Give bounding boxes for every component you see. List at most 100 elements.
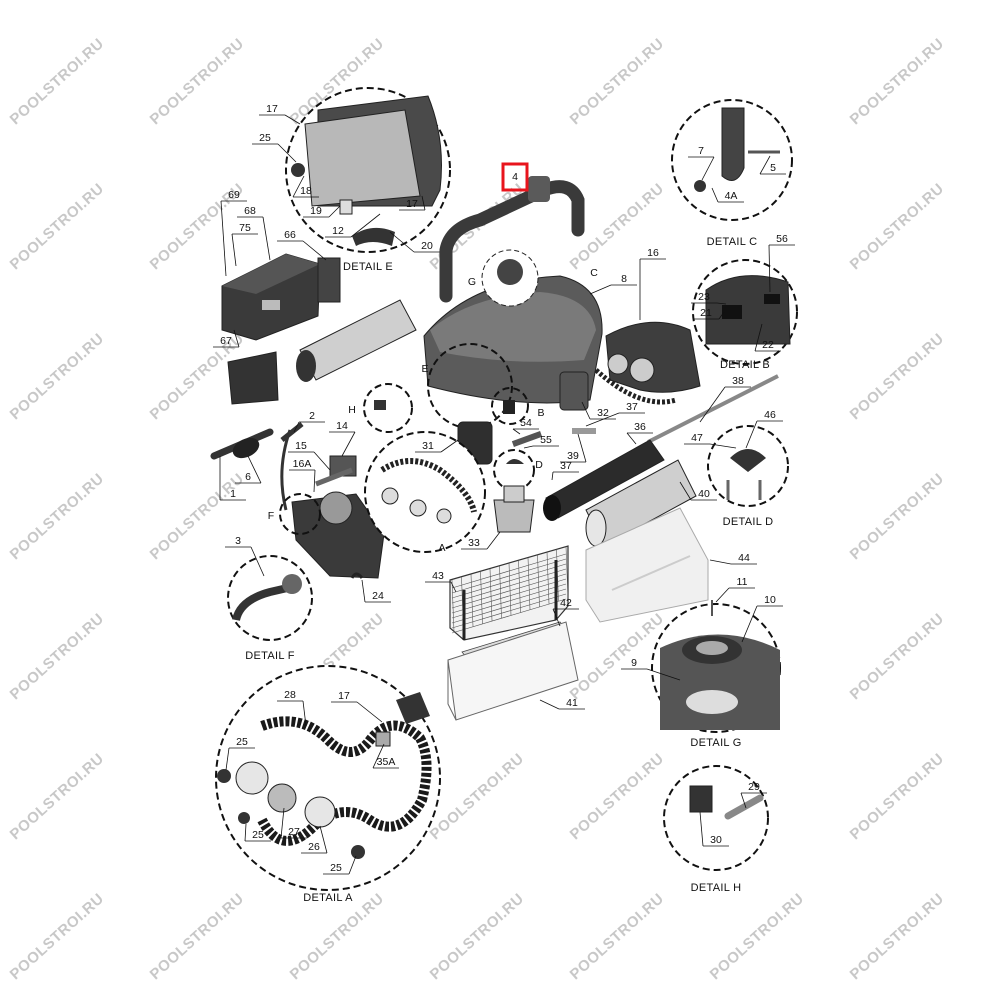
callout-number: 40 [698,488,710,500]
callout-number: 75 [239,222,251,234]
callout-p31: 31 [415,439,459,453]
leader-line [231,233,237,267]
callout-p1: 1 [219,456,246,501]
callout-f: F [268,510,274,522]
callout-number: 37 [626,401,638,413]
callout-number: C [590,267,598,279]
callout-p8: 8 [589,273,637,295]
leader-line [280,807,285,839]
watermark-text: POOLSTROI.RU [847,35,948,128]
callout-number: 43 [432,570,444,582]
callout-number: 17 [406,198,418,210]
clip-19 [339,199,353,215]
callout-number: 15 [295,440,307,452]
callout-number: 2 [309,410,315,422]
callout-g: G [468,276,476,288]
leader-line [589,284,612,295]
filter-33 [493,499,535,533]
detail-d-group: DETAIL D [707,425,789,528]
callout-number: 25 [259,132,271,144]
callout-p67: 67 [213,329,240,348]
leader-line [350,213,381,238]
leader-line [679,481,692,501]
leader-line [361,579,366,603]
callout-d: D [535,459,543,471]
leader-line [745,420,758,449]
leader-line [715,587,730,603]
bracket-20 [352,227,395,246]
callout-p56: 56 [768,233,795,293]
callout-number: 8 [621,273,627,285]
power-supply-top [222,254,320,294]
knob-25c [351,845,365,859]
callout-number: 44 [738,552,750,564]
callout-p69: 69 [220,189,247,277]
watermark-text: POOLSTROI.RU [7,750,108,843]
leader-line [626,432,637,445]
callout-number: 19 [310,205,322,217]
watermark-text: POOLSTROI.RU [147,890,248,983]
detail-b-label: DETAIL B [720,359,770,371]
callout-number: 24 [372,590,384,602]
callout-number: 33 [468,537,480,549]
watermark-text: POOLSTROI.RU [147,470,248,563]
callout-number: 17 [266,103,278,115]
watermark-text: POOLSTROI.RU [7,890,108,983]
watermark-text: POOLSTROI.RU [847,890,948,983]
callout-number: 17 [338,690,350,702]
callout-number: 42 [560,597,572,609]
callout-number: 1 [230,488,236,500]
leader-line [718,311,725,320]
detail-c-group: DETAIL C [671,99,793,248]
callout-p3: 3 [225,535,265,577]
motor-32 [559,371,589,411]
callout-number: 28 [284,689,296,701]
callout-number: 54 [520,417,532,429]
h-block [374,400,386,410]
callout-number: F [268,510,274,522]
shaft-55 [511,431,543,447]
callout-p15: 15 [288,440,331,471]
callout-p6: 6 [235,455,262,484]
detail-a-label: DETAIL A [303,892,353,904]
canister-44 [585,507,709,623]
callout-p9: 9 [621,657,681,681]
side-plate [319,491,353,525]
knob-25b [238,812,250,824]
leader-line [277,143,297,163]
basket-frame [462,560,558,640]
callout-p75: 75 [231,222,258,267]
cable-2 [280,429,292,511]
leader-line [539,699,560,710]
callout-number: 6 [245,471,251,483]
callout-number: 25 [252,829,264,841]
callout-p17: 17 [259,103,301,125]
tray-41-edge [447,660,457,721]
callout-p16a: 16A [289,458,316,493]
callout-p30: 30 [699,811,729,847]
detail-f-label: DETAIL F [245,650,294,662]
watermark-text: POOLSTROI.RU [7,610,108,703]
filter-group [447,545,579,721]
leader-line [225,747,230,771]
callout-number: 32 [597,407,609,419]
main-body-group [423,249,701,411]
detail-e-panel [304,109,421,207]
callout-c: C [590,267,598,279]
callout-p25b: 25 [225,736,255,771]
callout-number: 68 [244,205,256,217]
roller-cap [296,350,316,382]
callout-p5: 5 [759,155,786,175]
handle-grip [528,176,550,202]
callout-number: 31 [422,440,434,452]
shaft-29 [724,794,764,820]
callout-p38: 38 [699,375,751,423]
leader-line [754,323,763,352]
rollers-group [543,374,779,547]
leader-line [372,743,385,769]
callout-p46: 46 [745,409,783,449]
detail-f-circle [227,555,313,641]
callout-number: 14 [336,420,348,432]
detail-d-marker [493,449,535,491]
callout-p55: 55 [523,434,559,449]
